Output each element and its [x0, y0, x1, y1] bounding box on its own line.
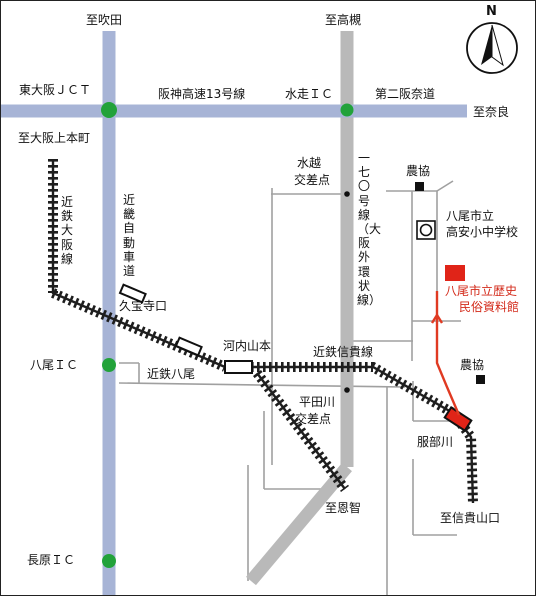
daini-hanna-label: 第二阪奈道: [375, 87, 436, 101]
expressways: [1, 31, 467, 595]
route-arrow-icon: [430, 312, 444, 324]
hattorigawa-label: 服部川: [417, 435, 454, 449]
ja-building-icon: [415, 182, 424, 191]
stations: [118, 283, 473, 432]
to-shigisan-label: 至信貴山口: [440, 511, 501, 525]
to-osaka-uehommachi-label: 至大阪上本町: [18, 131, 91, 145]
to-onji-label: 至恩智: [325, 501, 362, 515]
hanshin-13-label: 阪神高速13号線: [158, 87, 246, 101]
local-roads: [118, 180, 461, 595]
nokyo-label-north: 農協: [406, 164, 431, 178]
kyuhoji-label: 久宝寺口: [119, 299, 168, 313]
mizuhai-ic-label: 水走ＩＣ: [285, 87, 334, 101]
rail-osaka-line: [51, 159, 226, 369]
interchanges: [101, 102, 354, 568]
museum-label-1: 八尾市立歴史: [445, 284, 518, 298]
route-170-south-segment: [246, 462, 352, 586]
mizukoshi-label: 水越: [297, 156, 322, 170]
nokyo-label-south: 農協: [460, 358, 485, 372]
school-icon: [416, 220, 436, 240]
local-road-i: [436, 180, 454, 192]
kintetsu-shigi-label: 近鉄信貴線: [313, 345, 374, 359]
to-nara-label: 至奈良: [473, 105, 510, 119]
walking-route: [430, 291, 461, 416]
museum-label-2: 民俗資料館: [459, 300, 520, 314]
to-takatsuki-label: 至高槻: [325, 13, 362, 27]
yao-school-label-1: 八尾市立: [446, 209, 495, 223]
route-170-label: 一七〇号線（大阪外環状線）: [356, 151, 382, 308]
hirata-intersection-dot: [344, 387, 350, 393]
kawachi-yamamoto-label: 河内山本: [223, 339, 272, 353]
ja-building-icon: [476, 375, 485, 384]
yao-ic-label: 八尾ＩＣ: [30, 358, 79, 372]
station-hattorigawa: [443, 406, 473, 432]
interchange-icon: [102, 554, 116, 568]
onji-line-rail: [253, 369, 349, 493]
interchange-icon: [102, 358, 116, 372]
north-arrow-icon: [466, 22, 518, 74]
higashi-osaka-jct-label: 東大阪ＪＣＴ: [19, 83, 92, 97]
kinki-expressway-label: 近畿自動車道: [122, 193, 135, 279]
to-suita-label: 至吹田: [86, 13, 123, 27]
interchange-icon: [101, 102, 117, 118]
station-kyuhoji: [118, 283, 147, 304]
kintetsu-osaka-line-rail: [48, 159, 227, 372]
hirata-label-2: 交差点: [295, 412, 332, 426]
hirata-label-1: 平田川: [299, 395, 336, 409]
north-label: N: [486, 4, 497, 19]
mizukoshi-kousaten-label: 交差点: [294, 173, 331, 187]
kintetsu-osaka-line-label: 近鉄大阪線: [60, 195, 73, 266]
rail-onji-ties: [253, 369, 349, 493]
interchange-icon: [340, 103, 354, 117]
station-kawachi-yamamoto: [224, 360, 253, 374]
route-to-museum: [435, 291, 461, 416]
museum-marker-icon: [445, 265, 465, 281]
rail-shigi-ties: [251, 362, 478, 504]
mizukoshi-intersection-dot: [344, 191, 350, 197]
nagahara-ic-label: 長原ＩＣ: [27, 553, 76, 567]
kintetsu-yao-label: 近鉄八尾: [147, 367, 196, 381]
station-kintetsu-yao: [174, 336, 203, 357]
yao-school-label-2: 高安小中学校: [446, 225, 519, 239]
